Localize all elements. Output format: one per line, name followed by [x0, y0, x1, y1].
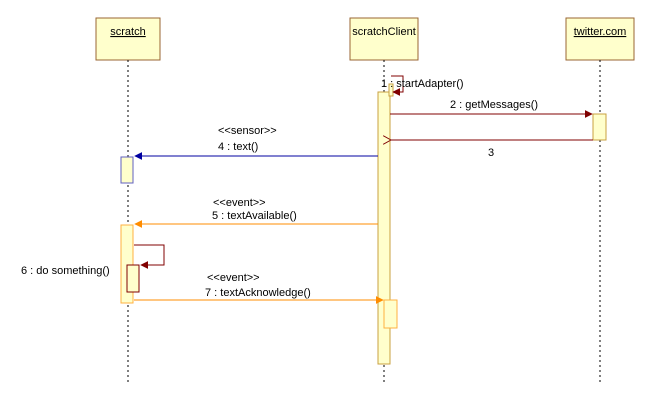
lifeline-label-scratch: scratch — [110, 26, 145, 38]
message-1-label: 1 : startAdapter() — [381, 78, 464, 90]
lifeline-label-scratchclient: scratchClient — [352, 26, 416, 38]
lifeline-header-scratchclient[interactable] — [349, 17, 419, 61]
lifeline-label-twitter: twitter.com — [574, 26, 627, 38]
message-4-stereotype: <<sensor>> — [218, 125, 277, 137]
message-1-arrow[interactable] — [391, 75, 404, 96]
lifeline-scratch: scratch — [95, 17, 161, 382]
message-7-stereotype: <<event>> — [207, 272, 260, 284]
message-1: 1 : startAdapter() — [381, 75, 464, 96]
message-4-label: 4 : text() — [218, 141, 258, 153]
activation-scratch-dosomething[interactable] — [126, 264, 140, 293]
message-6-label: 6 : do something() — [21, 265, 110, 277]
activation-scratch-text[interactable] — [120, 156, 134, 184]
message-5: <<event>> 5 : textAvailable() — [134, 197, 378, 228]
activation-twitter[interactable] — [592, 113, 607, 141]
activation-scratchclient-textacknowledge[interactable] — [383, 299, 398, 329]
message-6: 6 : do something() — [21, 244, 165, 277]
message-2-label: 2 : getMessages() — [450, 99, 538, 111]
lifeline-header-scratch[interactable] — [95, 17, 161, 61]
message-5-stereotype: <<event>> — [213, 197, 266, 209]
message-4: <<sensor>> 4 : text() — [134, 125, 378, 160]
message-7-label: 7 : textAcknowledge() — [205, 287, 311, 299]
lifeline-header-twitter[interactable] — [565, 17, 635, 61]
message-5-label: 5 : textAvailable() — [212, 210, 297, 222]
message-7: <<event>> 7 : textAcknowledge() — [134, 272, 384, 304]
message-3-label: 3 — [488, 147, 494, 159]
lifeline-twitter: twitter.com — [565, 17, 635, 382]
message-2: 2 : getMessages() — [390, 99, 593, 118]
message-3: 3 — [391, 140, 593, 159]
message-6-arrow[interactable] — [134, 244, 165, 269]
